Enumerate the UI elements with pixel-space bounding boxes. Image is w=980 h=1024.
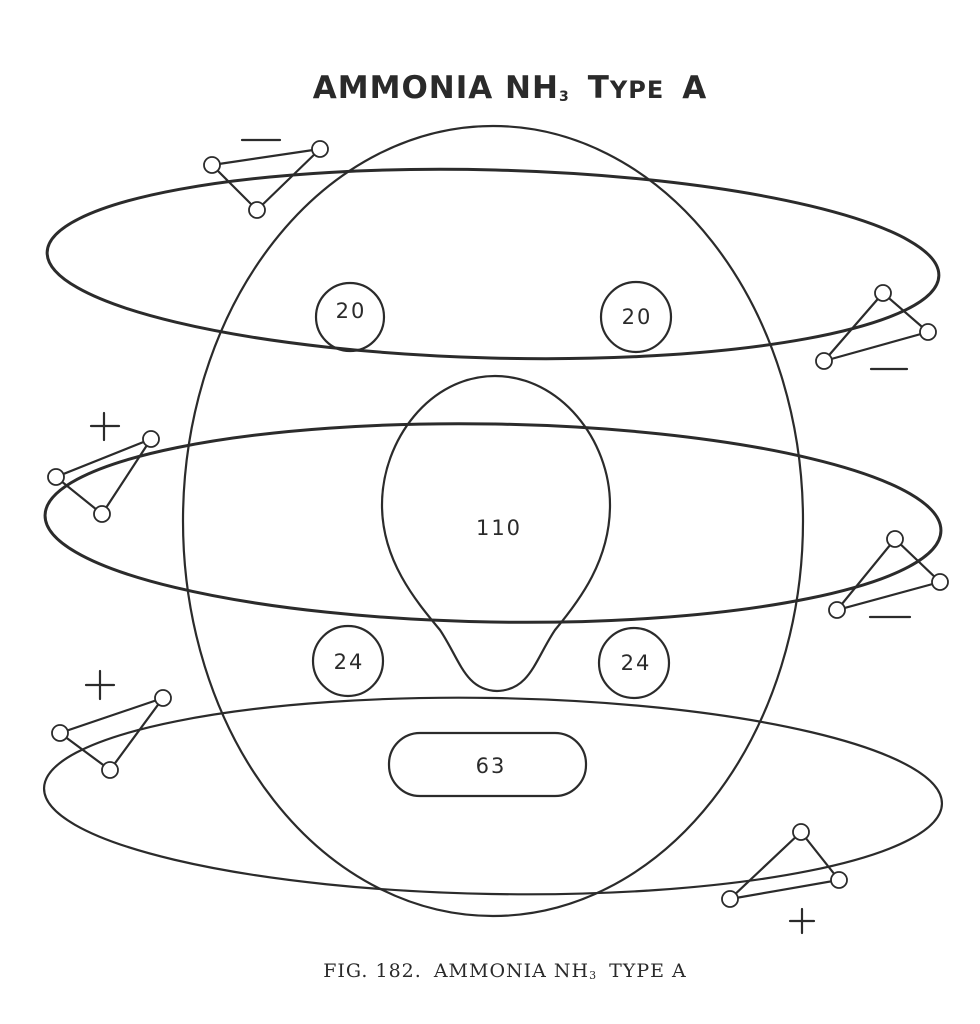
triangle-upper-right xyxy=(815,284,937,371)
outer-ellipse xyxy=(181,124,805,918)
label-upper-left: 20 xyxy=(336,299,367,323)
middle-ring xyxy=(43,422,943,624)
label-bottom: 63 xyxy=(476,754,507,778)
plus-sign-icon xyxy=(89,411,121,442)
title-main: AMMONIA NH xyxy=(312,70,559,106)
lower-right-circle xyxy=(597,626,671,700)
caption-type: TYPE A xyxy=(609,960,687,982)
plus-sign-icon xyxy=(84,669,116,701)
center-body xyxy=(380,374,612,693)
label-lower-right: 24 xyxy=(621,651,652,675)
caption-subscript: 3 xyxy=(589,969,598,982)
lower-ring xyxy=(42,696,944,896)
title-type-letter: A xyxy=(682,70,708,106)
caption-text: AMMONIA NH xyxy=(433,960,590,982)
figure-caption: FIG. 182. AMMONIA NH3 TYPE A xyxy=(0,960,980,982)
label-center: 110 xyxy=(476,516,522,540)
plus-sign-icon xyxy=(788,907,816,935)
triangle-lower-right xyxy=(721,823,848,935)
triangle-middle-left xyxy=(47,411,160,523)
title-type-initial: T xyxy=(587,70,610,106)
diagram-title: AMMONIA NH3 TYPE A xyxy=(0,70,980,106)
triangle-lower-left xyxy=(51,669,172,779)
label-lower-left: 24 xyxy=(334,650,365,674)
upper-ring xyxy=(45,167,941,361)
title-subscript: 3 xyxy=(558,89,570,105)
upper-right-circle xyxy=(599,280,673,354)
bottom-capsule xyxy=(387,731,588,798)
lower-left-circle xyxy=(311,624,385,698)
title-type-rest: YPE xyxy=(609,76,665,104)
triangle-middle-right xyxy=(828,530,949,619)
triangle-upper-left xyxy=(203,138,329,219)
caption-fig: FIG. 182. xyxy=(323,960,422,982)
label-upper-right: 20 xyxy=(622,305,653,329)
upper-left-circle xyxy=(314,281,386,353)
